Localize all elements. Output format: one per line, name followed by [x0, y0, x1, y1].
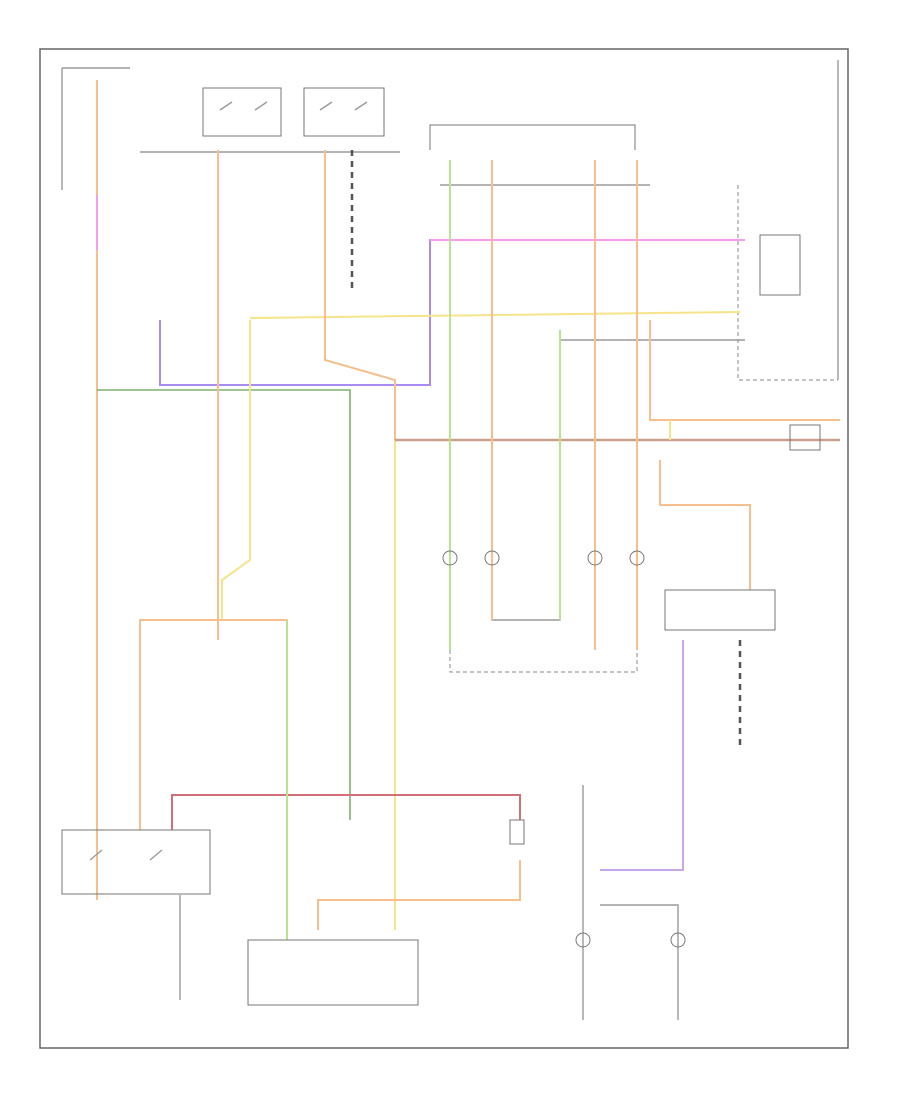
wire-orange-fog	[659, 460, 751, 590]
wire-orange-right	[649, 320, 840, 421]
headlamp-symbols	[442, 550, 645, 566]
wire-orange-switch	[139, 619, 288, 940]
battery-junction-box	[737, 185, 838, 381]
junction-relay	[759, 234, 801, 296]
turn-flasher	[509, 819, 525, 845]
lamp-bottom-left	[575, 932, 591, 948]
wire-yellow-top	[249, 311, 741, 319]
lamp-bottom-right	[670, 932, 686, 948]
headlamp-switch-contacts	[89, 849, 163, 861]
wire-gray-lamp	[491, 160, 745, 621]
wire-olive-long	[97, 389, 351, 820]
wire-relay-right-drop	[324, 150, 396, 440]
relay-box-right	[303, 87, 385, 137]
wire-purple-fog	[600, 640, 684, 871]
turn-signal-switch-box	[247, 939, 419, 1006]
wire-orange-bottom	[317, 860, 521, 930]
relay-box-left	[202, 87, 282, 137]
relay-contacts	[219, 101, 368, 111]
lamp-ground-bus	[449, 650, 638, 673]
headlamp-switch-box	[61, 829, 211, 895]
wire-yellow-left	[221, 320, 251, 620]
fuse-box-right	[429, 124, 636, 150]
diagram-frame	[39, 48, 849, 1049]
wire-bottom-lamp-right	[600, 904, 679, 1020]
fog-lamp-box	[664, 589, 776, 631]
wire-red	[171, 794, 521, 830]
trailer-connector	[789, 424, 821, 451]
